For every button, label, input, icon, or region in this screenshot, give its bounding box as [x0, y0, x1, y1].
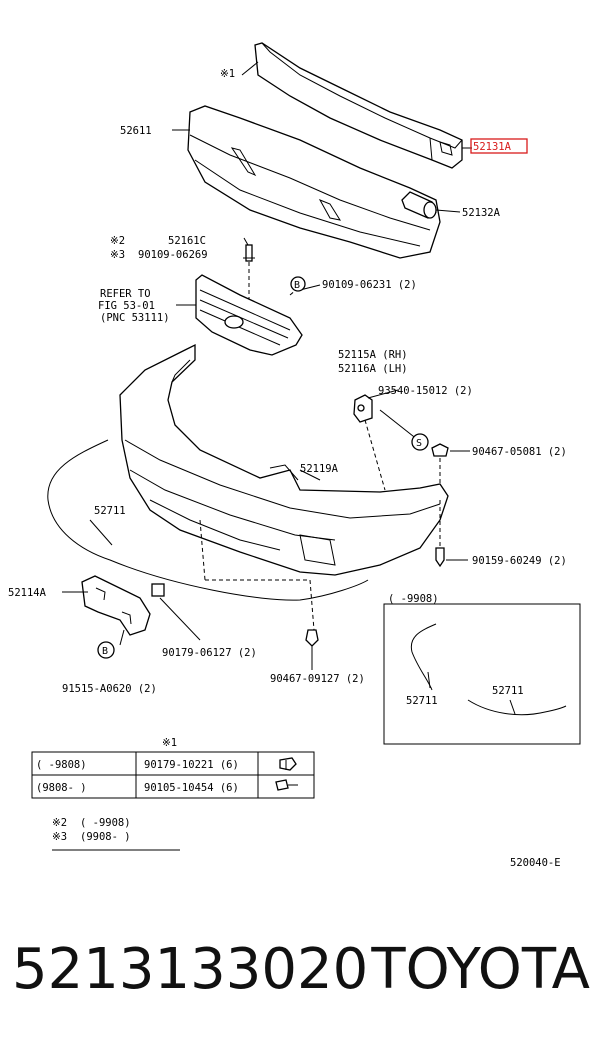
part-52711-label: 52711	[94, 505, 126, 517]
energy-absorber	[187, 105, 441, 259]
part-90109-06269-label: 90109-06269	[138, 249, 208, 261]
part-90109-06231-label: 90109-06231 (2)	[322, 279, 417, 291]
svg-text:B: B	[294, 280, 300, 291]
part-52116a-label: 52116A (LH)	[338, 363, 408, 375]
screw-icon	[275, 779, 298, 791]
refer-line-2: FIG 53-01	[98, 300, 155, 312]
part-93540-15012-label: 93540-15012 (2)	[378, 385, 473, 397]
note-2-text: ( -9908)	[80, 817, 131, 829]
side-retainer	[353, 389, 399, 491]
circle-marker-b-2: B	[97, 641, 115, 659]
svg-text:S: S	[416, 438, 422, 449]
screw-90159	[435, 500, 468, 568]
clip-90467	[305, 629, 319, 670]
note1-mark-label: ※1	[220, 68, 235, 80]
radiator-grille	[176, 274, 303, 356]
brand-name: TOYOTA	[371, 937, 590, 1002]
inset-part-b-label: 52711	[492, 685, 524, 697]
part-52131a-highlight	[470, 138, 528, 154]
figure-code: 520040-E	[510, 857, 561, 869]
leader-lines	[62, 61, 472, 646]
license-bracket	[81, 575, 151, 636]
refer-line-3: (PNC 53111)	[100, 312, 170, 324]
part-52611-label: 52611	[120, 125, 152, 137]
nut-90467	[431, 443, 470, 486]
part-52119a-label: 52119A	[300, 463, 339, 475]
part-90467-05081-label: 90467-05081 (2)	[472, 446, 567, 458]
part-91515-a0620-label: 91515-A0620 (2)	[62, 683, 157, 695]
reinforcement-bar	[254, 42, 463, 169]
part-90467-09127-label: 90467-09127 (2)	[270, 673, 365, 685]
part-52115a-label: 52115A (RH)	[338, 349, 408, 361]
spacer-part	[401, 191, 437, 219]
svg-text:B: B	[102, 646, 108, 657]
inset-range-label: ( -9908)	[388, 593, 439, 605]
parts-diagram: B B S ※1 52611 52131A 52132A ※2 52161C ※…	[8, 42, 581, 869]
part-52132a-label: 52132A	[462, 207, 501, 219]
part-number: 5213133020	[12, 937, 369, 1002]
variant-table: ※1 ( -9808) 90179-10221 (6) (9808- ) 901…	[31, 737, 315, 799]
table-row-2-range: (9808- )	[36, 782, 87, 794]
footer: 5213133020 TOYOTA	[0, 935, 600, 1015]
table-header: ※1	[162, 737, 177, 749]
part-90179-06127-label: 90179-06127 (2)	[162, 647, 257, 659]
bumper-cover	[119, 343, 449, 631]
note3-mark-label: ※3	[110, 249, 125, 261]
retainer-pin	[243, 244, 255, 300]
part-52131a-label: 52131A	[473, 141, 512, 153]
table-row-1-part: 90179-10221 (6)	[144, 759, 239, 771]
note-3-text: (9908- )	[80, 831, 131, 843]
table-row-2-part: 90105-10454 (6)	[144, 782, 239, 794]
note-3-mark: ※3	[52, 831, 67, 843]
refer-line-1: REFER TO	[100, 288, 151, 300]
part-52161c-label: 52161C	[168, 235, 206, 247]
footnotes: ※2 ( -9908) ※3 (9908- )	[52, 817, 180, 851]
clip-90179	[151, 583, 201, 641]
circle-marker-b-1: B	[290, 276, 306, 292]
part-52114a-label: 52114A	[8, 587, 47, 599]
note2-mark-label: ※2	[110, 235, 125, 247]
bumper-molding	[47, 439, 369, 601]
table-row-1-range: ( -9808)	[36, 759, 87, 771]
note-2-mark: ※2	[52, 817, 67, 829]
inset-part-a-label: 52711	[406, 695, 438, 707]
clip-icon	[279, 757, 297, 771]
inset-box: ( -9908) 52711 52711	[383, 593, 581, 745]
part-90159-60249-label: 90159-60249 (2)	[472, 555, 567, 567]
circle-marker-s: S	[411, 433, 429, 451]
